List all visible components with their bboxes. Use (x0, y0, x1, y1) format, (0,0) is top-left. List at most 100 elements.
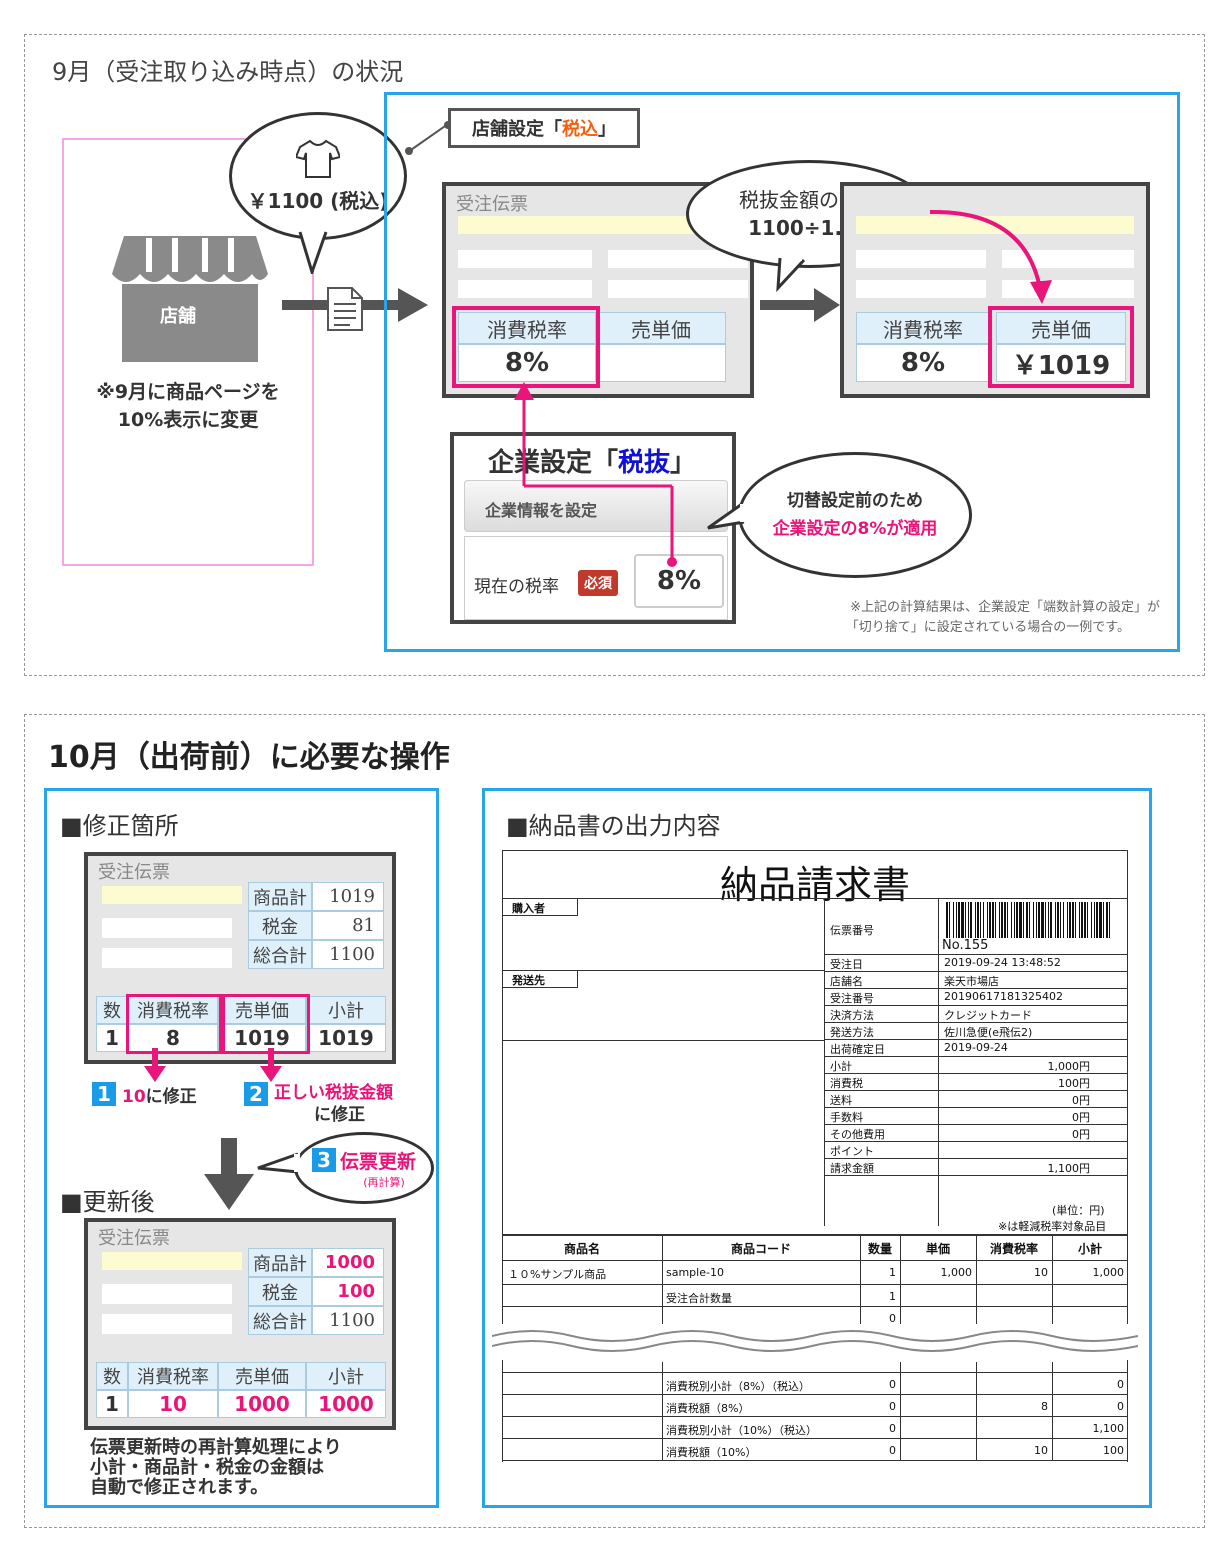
company-setting-title: 企業設定「税抜」 (488, 448, 697, 478)
tax-row-subtotal: 100 (1103, 1444, 1124, 1457)
item-table-header: 消費税率 (989, 1242, 1038, 1256)
company-info-header: 企業情報を設定 (464, 480, 728, 532)
item-cell: 1,000 (940, 1266, 973, 1279)
tax-rate-highlight (452, 306, 600, 388)
tax-row-label: 消費税額（8%） (666, 1402, 750, 1415)
item-cell: 1 (889, 1266, 896, 1279)
money-row-value: 1,100円 (1047, 1162, 1091, 1175)
money-row-label: 手数料 (830, 1111, 863, 1124)
fix-tax-rate-highlight (126, 994, 222, 1054)
invoice-section-title: ■納品書の出力内容 (506, 812, 721, 840)
store-label: 店舗 (160, 306, 196, 327)
recalc-note: 伝票更新時の再計算処理により 小計・商品計・税金の金額は 自動で修正されます。 (90, 1437, 342, 1498)
col-qty-header: 数 (96, 1362, 128, 1390)
info-row-value: クレジットカード (944, 1009, 1032, 1022)
store-setting-label: 店舗設定「税込」 (448, 108, 640, 148)
invoice-title: 納品請求書 (719, 863, 910, 907)
flow-arrow-calc (760, 300, 816, 310)
order-qty-label: 受注合計数量 (666, 1292, 732, 1305)
order-window-after: 消費税率 8% 売単価 ￥1019 (840, 182, 1150, 398)
top-section (24, 34, 1205, 676)
update-down-arrow (204, 1138, 254, 1210)
money-row-label: その他費用 (830, 1128, 885, 1141)
fix-panel (44, 788, 439, 1508)
subtotal-value: 1000 (306, 1390, 386, 1418)
current-rate-input[interactable] (634, 554, 724, 608)
tax-row-subtotal: 1,100 (1092, 1422, 1125, 1435)
step1-badge: 1 (92, 1082, 116, 1106)
reduced-tax-note: ※は軽減税率対象品目 (998, 1220, 1107, 1233)
summary-label-product-total: 商品計 (248, 882, 312, 911)
order-window-before: 受注伝票 消費税率 8% 売単価 (442, 182, 754, 398)
col-subtotal-header: 小計 (306, 1362, 386, 1390)
tax-rate-header: 消費税率 (458, 312, 596, 344)
money-row-label: 請求金額 (830, 1162, 874, 1175)
col-subtotal-header: 小計 (306, 996, 386, 1024)
money-row-value: 100円 (1058, 1077, 1090, 1090)
order-window-title: 受注伝票 (98, 862, 170, 883)
info-row-label: 出荷確定日 (830, 1043, 885, 1056)
price-bubble-tail (298, 230, 328, 274)
col-tax-rate-header: 消費税率 (128, 996, 218, 1024)
order-window-title: 受注伝票 (98, 1228, 170, 1249)
step1-text: 10に修正 (122, 1087, 197, 1107)
fix-arrow-1 (144, 1048, 166, 1082)
item-name: １０%サンプル商品 (508, 1268, 607, 1281)
subtotal-value: 1019 (306, 1024, 386, 1052)
fix-title: ■修正箇所 (60, 812, 179, 840)
money-row-label: 消費税 (830, 1077, 863, 1090)
tax-row-rate: 10 (1034, 1444, 1048, 1457)
tax-rate-value: 8 (128, 1024, 218, 1052)
calc-result-arrow (929, 209, 1052, 304)
unit-price-header: 売単価 (996, 312, 1126, 344)
step3-badge: 3 (311, 1148, 336, 1172)
step2-text: 正しい税抜金額 に修正 (274, 1083, 393, 1125)
summary-label-grand-total: 総合計 (248, 1306, 312, 1335)
tax-row-subtotal: 0 (1117, 1400, 1124, 1413)
unit-price-header: 売単価 (596, 312, 726, 344)
unit-price-value-empty (596, 344, 726, 382)
summary-label-tax: 税金 (248, 1277, 312, 1306)
info-row-value: 佐川急便(e飛伝2) (944, 1026, 1033, 1039)
money-row-label: 小計 (830, 1060, 852, 1073)
tax-row-label: 消費税別小計（10%）（税込） (666, 1424, 817, 1437)
bottom-section (24, 714, 1205, 1528)
tax-rate-header: 消費税率 (856, 312, 990, 344)
summary-value-tax: 81 (312, 911, 384, 940)
required-badge: 必須 (578, 570, 618, 596)
unit-note: (単位：円) (1052, 1204, 1105, 1217)
order-window-fix-before: 受注伝票 商品計 1019 税金 81 総合計 1100 数 消費税率 売単価 … (84, 852, 396, 1064)
step3-bubble: 3 伝票更新 (再計算) (294, 1132, 434, 1204)
money-row-value: 0円 (1072, 1094, 1090, 1107)
tax-row-subtotal: 0 (1117, 1378, 1124, 1391)
money-row-label: ポイント (830, 1145, 874, 1158)
tax-row-qty: 0 (889, 1378, 896, 1391)
top-section-title: 9月（受注取り込み時点）の状況 (52, 58, 404, 86)
summary-value-tax: 100 (312, 1277, 384, 1306)
money-row-value: 1,000円 (1047, 1060, 1091, 1073)
info-row-value: 楽天市場店 (944, 975, 999, 988)
store-setting-connector (405, 121, 452, 155)
order-qty-value: 1 (889, 1290, 896, 1303)
fix-arrow-2 (260, 1048, 282, 1082)
item-table-header: 数量 (867, 1242, 892, 1256)
order-window-title: 受注伝票 (456, 194, 528, 215)
reason-bubble-tail (707, 502, 746, 530)
info-row-label: 店舗名 (830, 975, 863, 988)
tax-rate-value: 8% (856, 344, 990, 382)
bottom-section-title: 10月（出荷前）に必要な操作 (48, 740, 450, 775)
unit-price-highlight (988, 306, 1134, 388)
info-row-value: 2019-09-24 13:48:52 (944, 956, 1061, 969)
info-row-value: 20190617181325402 (944, 990, 1063, 1003)
order-window-fix-after: 受注伝票 商品計 1000 税金 100 総合計 1100 数 消費税率 売単価… (84, 1218, 396, 1430)
money-row-value: 0円 (1072, 1111, 1090, 1124)
unit-price-value: 1000 (218, 1390, 306, 1418)
current-rate-label: 現在の税率 (474, 577, 559, 597)
summary-label-grand-total: 総合計 (248, 940, 312, 969)
col-qty-header: 数 (96, 996, 128, 1024)
tax-row-qty: 0 (889, 1422, 896, 1435)
item-table-header: 小計 (1077, 1242, 1102, 1256)
barcode-icon (944, 902, 1114, 938)
page-break-wave (492, 1324, 1138, 1360)
invoice-panel (482, 788, 1152, 1508)
